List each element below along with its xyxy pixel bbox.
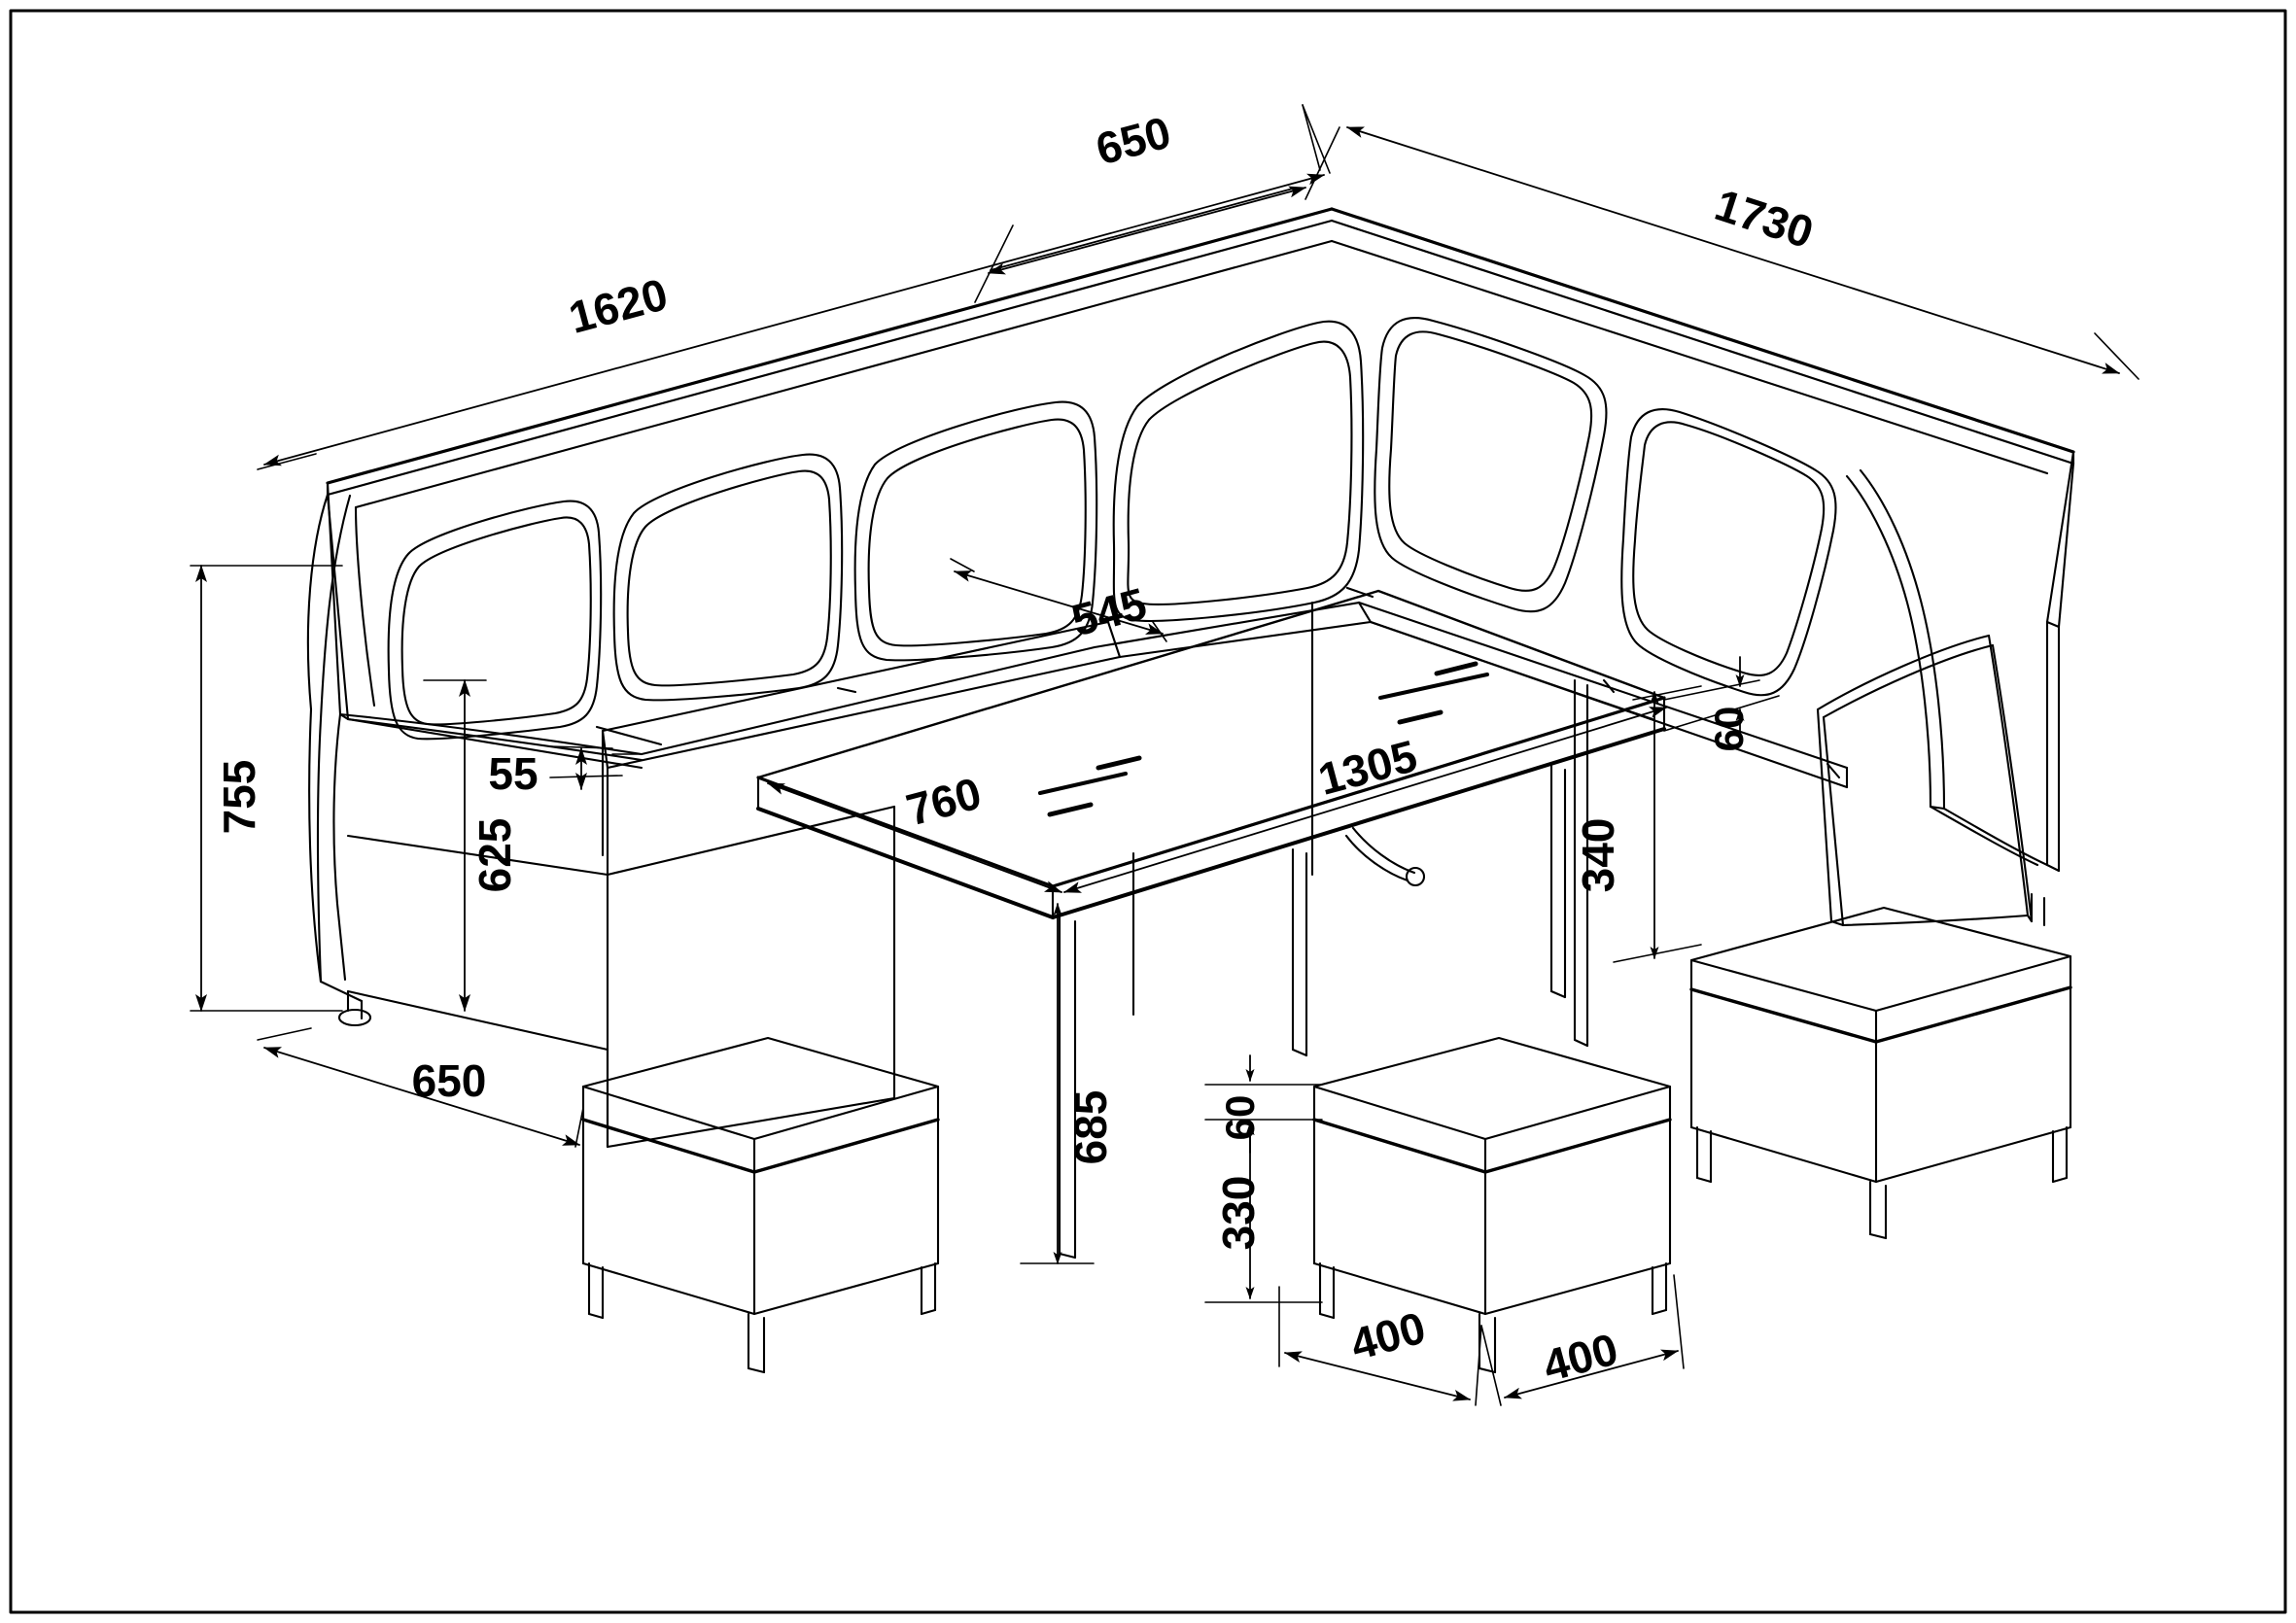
dim-label-650-top: 650 <box>1091 106 1176 174</box>
dim-label-60-table: 60 <box>1706 707 1752 752</box>
dimension-1620 <box>257 126 1340 470</box>
dim-label-545: 545 <box>1066 577 1152 645</box>
dimension-625 <box>423 679 487 1012</box>
dimension-400-left <box>1278 1286 1482 1406</box>
ottoman-left <box>581 1036 940 1374</box>
sofa-apron-left <box>346 729 896 1149</box>
dim-label-1305: 1305 <box>1313 730 1422 805</box>
dim-label-340: 340 <box>1573 818 1623 893</box>
dim-label-625: 625 <box>470 818 520 893</box>
chair-right <box>1689 634 2072 1240</box>
back-cushion-left-3 <box>853 400 1098 662</box>
dim-label-60-stool: 60 <box>1217 1095 1263 1141</box>
dimension-60-table <box>1663 656 1780 743</box>
dim-label-685: 685 <box>1065 1090 1116 1165</box>
dimension-755 <box>190 565 343 1012</box>
dimension-330 <box>1204 1122 1323 1303</box>
dim-label-650-bottom: 650 <box>412 1055 487 1106</box>
back-cushion-corner <box>1112 320 1365 622</box>
dim-label-330: 330 <box>1213 1176 1264 1251</box>
sofa-left-arm <box>306 493 644 1027</box>
dimension-650-bottom <box>257 1027 584 1148</box>
dimension-1730 <box>1302 104 2139 380</box>
back-cushion-left-2 <box>612 453 844 702</box>
dimension-685 <box>1020 903 1095 1264</box>
dim-label-400-left: 400 <box>1345 1301 1431 1369</box>
dim-label-760: 760 <box>901 767 987 835</box>
back-cushion-left-1 <box>387 500 603 741</box>
dimension-1305 <box>1063 707 1667 893</box>
dim-label-400-right: 400 <box>1538 1323 1623 1391</box>
dimension-340 <box>1613 685 1702 963</box>
sofa-right-end-panel <box>1845 468 2061 927</box>
dim-label-55: 55 <box>488 748 538 799</box>
back-cushion-right-1 <box>1374 317 1608 613</box>
dim-label-755: 755 <box>214 760 264 835</box>
back-cushion-right-2 <box>1620 408 1837 697</box>
dim-label-1730: 1730 <box>1709 179 1819 258</box>
dimension-labels: 1620 650 1730 755 625 55 650 545 760 130… <box>214 106 1820 1391</box>
dimension-55 <box>549 745 643 790</box>
dimension-760 <box>767 782 1062 893</box>
ottoman-center <box>1312 1036 1672 1374</box>
page-border <box>9 9 2287 1614</box>
dimension-650-top <box>974 104 1321 303</box>
sofa-seat-left <box>595 620 1122 770</box>
dimension-545 <box>950 558 1167 642</box>
sofa-back-left <box>326 207 1334 721</box>
dimension-400-right <box>1480 1274 1685 1406</box>
dim-label-1620: 1620 <box>564 268 673 343</box>
